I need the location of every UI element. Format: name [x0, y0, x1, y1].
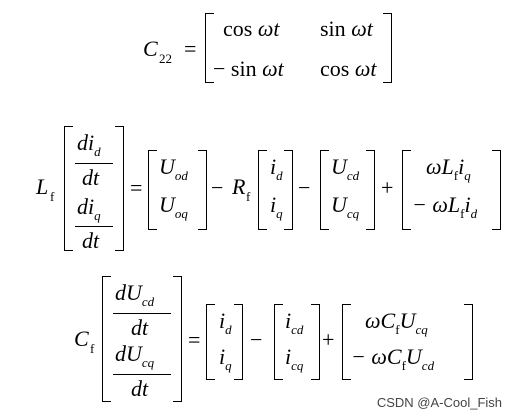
left-bracket: [205, 13, 214, 83]
u-cq: Ucq: [331, 192, 360, 221]
capacitance-subscript: f: [90, 341, 95, 356]
ic-right-bracket: [311, 304, 320, 380]
i-cd: icd: [285, 308, 304, 337]
inductance-subscript: f: [50, 189, 55, 204]
i-cq: icq: [285, 344, 304, 373]
c22-symbol: C: [143, 36, 158, 61]
neg-omega-lf-id: − ωLfid: [412, 192, 478, 221]
matrix-cell-11: cos ωt: [223, 16, 280, 41]
lhs-right-bracket: [115, 126, 124, 251]
i-left-bracket: [206, 304, 215, 380]
plus-sign: +: [322, 327, 335, 352]
frac2-numerator: diq: [77, 194, 101, 223]
frac2-line: [75, 226, 113, 227]
rhs-right-bracket: [492, 150, 501, 230]
u-od: Uod: [159, 154, 188, 183]
matrix-cell-21: − sin ωt: [213, 56, 284, 81]
frac2-numerator: dUcq: [115, 341, 155, 370]
i-q: iq: [270, 192, 283, 221]
i-d: id: [219, 308, 232, 337]
inductance-symbol: L: [36, 174, 49, 199]
watermark: CSDN @A-Cool_Fish: [376, 395, 502, 410]
neg-omega-cf-ucd: − ωCfUcd: [351, 344, 435, 373]
uc-right-bracket: [366, 150, 375, 230]
matrix-cell-22: cos ωt: [320, 56, 377, 81]
frac1-numerator: did: [77, 130, 101, 159]
c22-subscript: 22: [159, 51, 172, 66]
i-left-bracket: [258, 150, 267, 230]
resistance-subscript: f: [246, 189, 251, 204]
rhs-left-bracket: [402, 150, 411, 230]
ic-left-bracket: [274, 304, 283, 380]
i-q: iq: [219, 344, 232, 373]
i-d: id: [270, 154, 283, 183]
lhs-left-bracket: [102, 276, 111, 402]
minus-sign: −: [211, 175, 224, 200]
frac1-numerator: dUcd: [115, 280, 155, 309]
frac1-denominator: dt: [82, 165, 100, 190]
lhs-right-bracket: [173, 276, 182, 402]
lhs-left-bracket: [64, 126, 73, 251]
minus-sign: −: [298, 175, 311, 200]
u-right-bracket: [198, 150, 207, 230]
minus-sign: −: [250, 327, 263, 352]
equals-sign: =: [188, 327, 201, 352]
frac2-line: [113, 374, 171, 375]
u-oq: Uoq: [159, 192, 188, 221]
equals-sign: =: [130, 175, 143, 200]
resistance-symbol: R: [232, 174, 246, 199]
omega-lf-iq: ωLfiq: [426, 154, 471, 183]
frac2-denominator: dt: [131, 376, 149, 401]
omega-cf-ucq: ωCfUcq: [365, 308, 428, 337]
frac1-line: [113, 313, 171, 314]
rhs-right-bracket: [464, 304, 473, 380]
matrix-cell-12: sin ωt: [320, 16, 373, 41]
right-bracket: [383, 13, 392, 83]
rhs-left-bracket: [342, 304, 351, 380]
uc-left-bracket: [320, 150, 329, 230]
capacitance-symbol: C: [74, 326, 89, 351]
u-left-bracket: [148, 150, 157, 230]
plus-sign: +: [381, 175, 394, 200]
i-right-bracket: [284, 150, 293, 230]
equals-sign: =: [184, 36, 197, 61]
frac1-line: [75, 163, 113, 164]
i-right-bracket: [234, 304, 243, 380]
frac1-denominator: dt: [131, 315, 149, 340]
frac2-denominator: dt: [82, 228, 100, 253]
u-cd: Ucd: [331, 154, 360, 183]
